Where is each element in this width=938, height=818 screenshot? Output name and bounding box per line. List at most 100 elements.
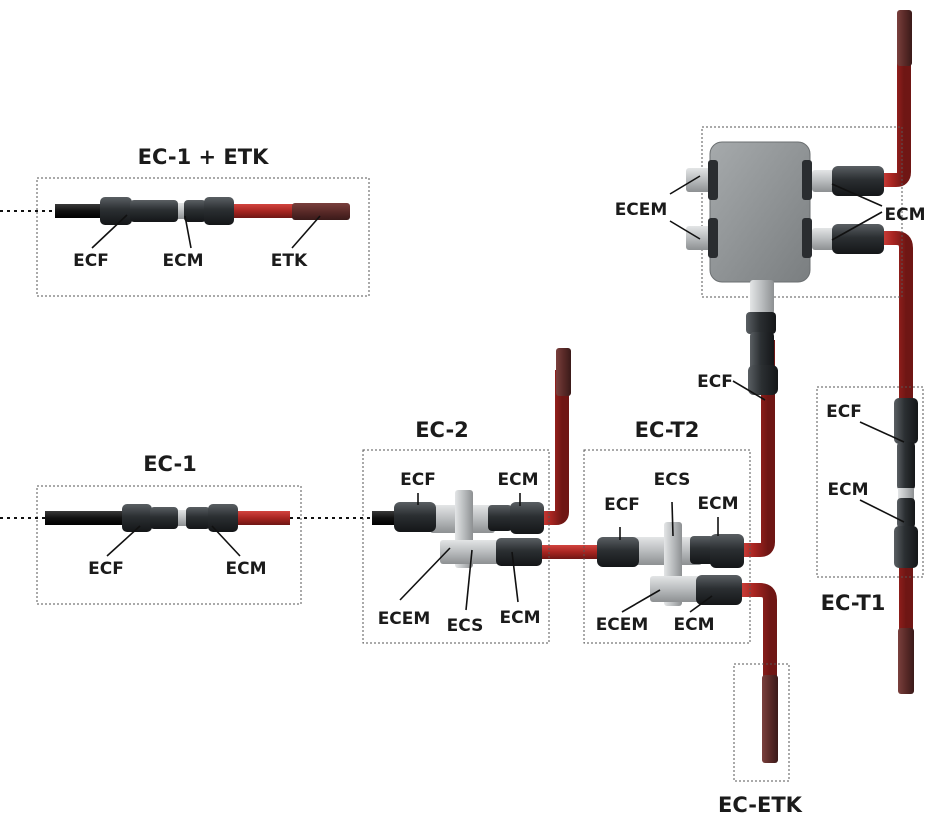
group-ec1-frame <box>36 485 302 605</box>
label-ecm: ECM <box>497 470 538 490</box>
group-ect2: EC-T2 ECF ECS ECM ECEM ECM <box>583 418 751 644</box>
etk-terminator <box>556 348 571 396</box>
sleeve <box>176 510 188 526</box>
ecf-connector <box>897 442 915 490</box>
leader-line <box>669 175 701 195</box>
group-ect1-frame <box>816 386 924 578</box>
leader-line <box>859 499 905 523</box>
black-cable <box>372 511 396 525</box>
leader-line <box>291 215 321 249</box>
label-ecs: ECS <box>654 470 691 490</box>
leader-line <box>184 215 192 249</box>
ecm-connector <box>832 224 884 254</box>
label-ecem: ECEM <box>378 609 431 629</box>
group-ect2-frame <box>583 449 751 644</box>
junction-box-group: ECEM ECM ECF <box>615 126 926 401</box>
group-title: EC-1 <box>143 452 197 476</box>
leader-line <box>669 220 701 240</box>
ecf-connector <box>100 197 178 225</box>
ecem-port <box>750 280 774 314</box>
group-ec1-etk-frame <box>36 177 370 297</box>
group-ec1: EC-1 ECF ECM <box>0 452 372 605</box>
sleeve <box>812 228 836 250</box>
leader-line <box>621 589 661 613</box>
leader-line <box>732 380 766 401</box>
label-ecm: ECM <box>499 608 540 628</box>
leader-line <box>465 549 473 611</box>
ecm-connector <box>894 526 918 568</box>
group-ecetk-frame <box>733 663 790 782</box>
group-ec2-frame <box>362 449 550 644</box>
label-ecf: ECF <box>604 495 640 515</box>
leader-line <box>91 214 128 249</box>
ecm-connector <box>696 575 742 605</box>
label-ecf: ECF <box>826 402 862 422</box>
label-ecm: ECM <box>673 615 714 635</box>
leader-line <box>689 595 713 613</box>
etk-terminator <box>762 675 778 763</box>
junction-box <box>709 141 811 283</box>
ecm-connector <box>690 534 744 568</box>
leader-line <box>831 183 883 207</box>
group-ec1-etk: EC-1 + ETK ECF ECM ETK <box>0 145 370 297</box>
black-cable <box>45 511 127 525</box>
group-ecetk: EC-ETK <box>718 663 803 817</box>
ecm-connector <box>496 538 542 566</box>
ecf-connector <box>122 504 178 532</box>
ecem-port <box>686 226 714 250</box>
sleeve <box>176 203 186 219</box>
label-ecm: ECM <box>884 205 925 225</box>
sleeve <box>898 488 914 500</box>
label-ecf: ECF <box>88 559 124 579</box>
leader-line <box>859 421 905 443</box>
ecem-port <box>686 168 714 192</box>
main-cable-run <box>540 10 914 763</box>
label-ecm: ECM <box>827 480 868 500</box>
etk-terminator <box>292 203 350 220</box>
label-ecf: ECF <box>400 470 436 490</box>
label-ecm: ECM <box>697 494 738 514</box>
sleeve <box>812 170 836 192</box>
ecs-splitter <box>430 490 500 568</box>
ecf-connector <box>746 312 776 334</box>
leader-line <box>511 551 519 603</box>
ecf-connector <box>750 332 774 372</box>
group-ec2: EC-2 ECF ECM ECEM ECS ECM <box>362 418 550 644</box>
junction-box-frame <box>701 126 903 298</box>
leader-line <box>399 547 451 601</box>
ecm-connector <box>897 498 915 528</box>
ecf-connector <box>748 365 778 395</box>
leader-line <box>211 525 241 557</box>
label-ecf: ECF <box>697 372 733 392</box>
ecm-connector <box>832 166 884 196</box>
label-ecm: ECM <box>162 251 203 271</box>
red-cable <box>236 511 290 525</box>
ecm-connector <box>186 504 238 532</box>
label-ecm: ECM <box>225 559 266 579</box>
etk-terminator <box>898 628 914 694</box>
leader-line <box>106 525 141 557</box>
leader-line <box>671 501 674 537</box>
ecf-connector <box>894 398 918 444</box>
group-ect1: ECF ECM EC-T1 <box>816 386 924 615</box>
ecm-connector <box>488 502 544 534</box>
red-cable <box>232 204 298 218</box>
ecf-connector <box>597 537 639 567</box>
group-title: EC-1 + ETK <box>138 145 269 169</box>
black-cable <box>55 204 105 218</box>
etk-terminator <box>897 10 912 66</box>
group-title: EC-T2 <box>635 418 700 442</box>
leader-line <box>831 211 883 241</box>
ecf-connector <box>394 502 436 532</box>
group-title: EC-ETK <box>718 793 803 817</box>
label-etk: ETK <box>271 251 308 271</box>
ecm-connector <box>184 197 234 225</box>
group-title: EC-T1 <box>821 591 886 615</box>
label-ecem: ECEM <box>596 615 649 635</box>
label-ecf: ECF <box>73 251 109 271</box>
label-ecs: ECS <box>447 616 484 636</box>
label-ecem: ECEM <box>615 200 668 220</box>
ecs-splitter <box>632 522 706 606</box>
